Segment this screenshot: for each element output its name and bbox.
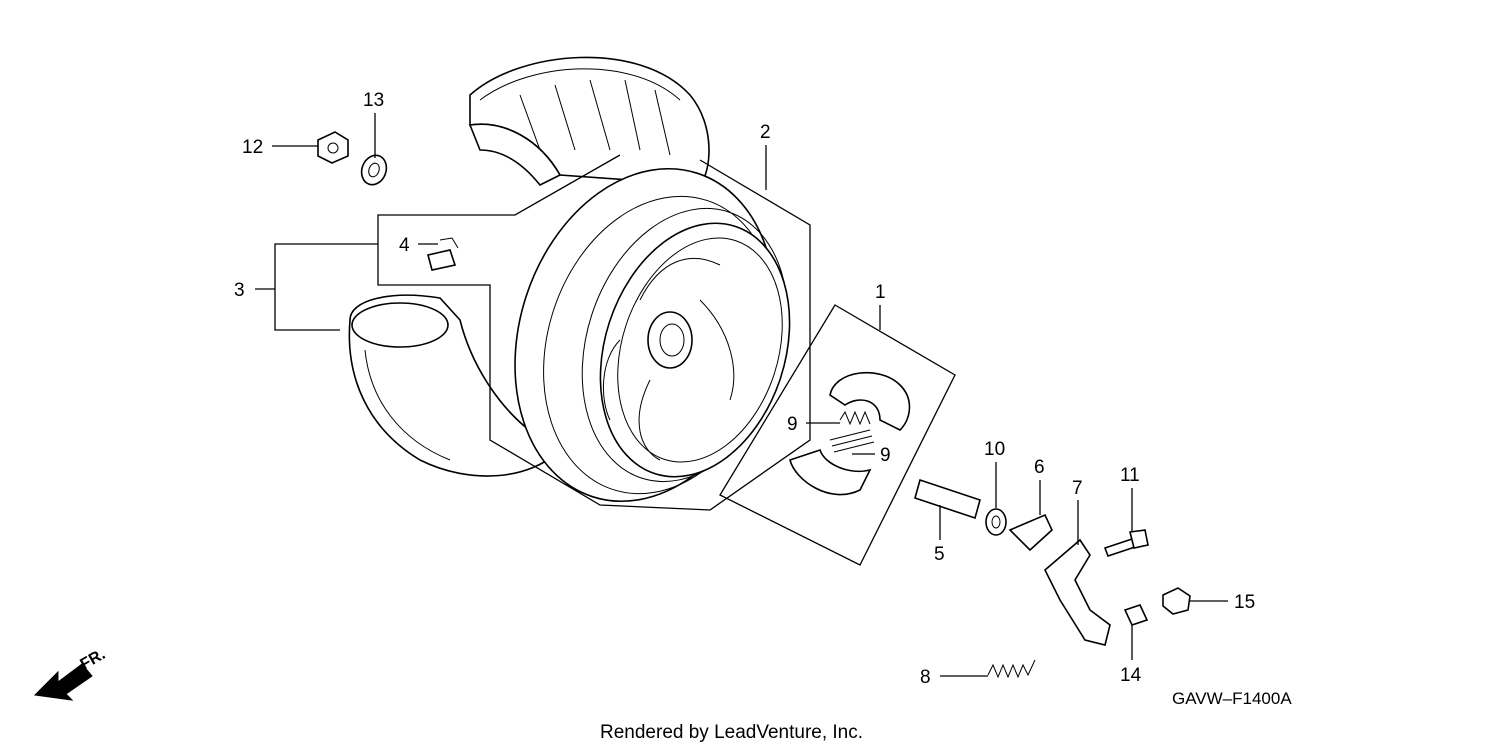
render-credit: Rendered by LeadVenture, Inc. [600,722,863,743]
callout-9a: 9 [787,414,798,435]
callout-1: 1 [875,282,886,303]
callout-6: 6 [1034,457,1045,478]
leader-lines [255,113,1228,677]
callout-13: 13 [363,90,384,111]
brake-shoe-set [789,371,911,496]
callout-14: 14 [1120,665,1142,686]
callout-9b: 9 [880,445,891,466]
callout-5: 5 [934,544,945,565]
callout-12: 12 [242,137,263,158]
callout-10: 10 [984,439,1005,460]
callout-15: 15 [1234,592,1255,613]
callout-labels: 1 2 3 4 5 6 7 8 9 9 10 11 12 13 14 15 [234,90,1255,688]
callout-4: 4 [399,235,410,256]
callout-3: 3 [234,280,245,301]
tire-upper [468,56,710,187]
diagram-code: GAVW–F1400A [1172,689,1292,708]
wheel-rim [514,167,791,503]
small-parts [317,131,1191,679]
callout-11: 11 [1120,465,1140,486]
inner-tube [348,294,562,477]
callout-7: 7 [1072,478,1083,499]
front-direction-arrow: FR. [33,646,108,701]
callout-8: 8 [920,667,931,688]
callout-2: 2 [760,122,771,143]
arrow-icon [33,663,93,701]
